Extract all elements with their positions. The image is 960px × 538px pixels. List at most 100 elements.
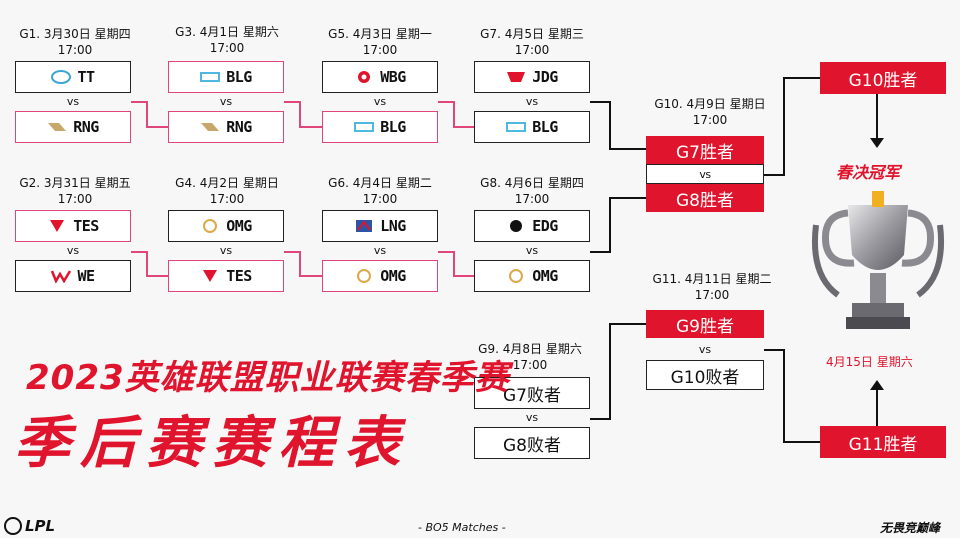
g8-vs: vs [525,244,539,257]
connector-line [131,251,147,253]
connector-line [146,101,148,128]
g5-team-a[interactable]: WBG [322,61,438,93]
connector-line [590,418,610,420]
jdg-logo-icon [506,70,526,84]
connector-line [609,101,611,150]
g2-team-a-name: TES [73,217,99,235]
g2-header: G2. 3月31日 星期五 17:00 [0,175,150,207]
g9-team-a-name: G7败者 [503,385,561,406]
schedule-title: 季后赛赛程表 [14,411,410,476]
final-bottom-label: G11胜者 [848,434,918,455]
g7-time: 17:00 [514,43,550,57]
connector-line [453,101,455,128]
g6-team-a-name: LNG [380,217,406,235]
connector-line [299,126,322,128]
g2-time: 17:00 [57,192,93,206]
g3-date: G3. 4月1日 星期六 [175,25,279,39]
g3-header: G3. 4月1日 星期六 17:00 [152,24,302,56]
g1-date: G1. 3月30日 星期四 [19,27,131,41]
footer-bo5: - BO5 Matches - [418,521,506,534]
g5-team-b[interactable]: BLG [322,111,438,143]
connector-line [783,441,820,443]
g2-team-b-name: WE [77,267,95,285]
g11-date: G11. 4月11日 星期二 [652,272,772,286]
g9-vs: vs [525,411,539,424]
g2-vs: vs [66,244,80,257]
g10-header: G10. 4月9日 星期日 17:00 [635,96,785,128]
g4-team-b-name: TES [226,267,252,285]
g2-date: G2. 3月31日 星期五 [19,176,131,190]
g3-time: 17:00 [209,41,245,55]
rng-logo-icon [47,120,67,134]
g4-team-a-name: OMG [226,217,252,235]
champion-label: 春决冠军 [836,163,901,182]
g1-team-a[interactable]: TT [15,61,131,93]
connector-line [299,275,322,277]
g1-vs: vs [66,95,80,108]
omg-logo-icon [354,269,374,283]
g4-team-a[interactable]: OMG [168,210,284,242]
g10-vs-row: vs [646,164,764,184]
g10-team-a[interactable]: G7胜者 [646,136,764,164]
g9-team-a[interactable]: G7败者 [474,377,590,409]
final-top-slot[interactable]: G10胜者 [820,62,946,94]
omg-logo-icon [200,219,220,233]
g1-team-b-name: RNG [73,118,99,136]
lpl-logo-icon [4,517,22,535]
blg-logo-icon [200,70,221,84]
connector-line [590,251,610,253]
g4-vs: vs [219,244,233,257]
connector-line [146,275,168,277]
g3-vs: vs [219,95,233,108]
connector-line [783,349,785,442]
final-date: 4月15日 星期六 [826,355,913,369]
g7-header: G7. 4月5日 星期三 17:00 [457,26,607,58]
g1-team-b[interactable]: RNG [15,111,131,143]
g6-header: G6. 4月4日 星期二 17:00 [305,175,455,207]
final-top-label: G10胜者 [848,70,918,91]
connector-line [453,126,474,128]
lpl-logo: LPL [4,517,55,535]
g3-team-b-name: RNG [226,118,252,136]
connector-line [764,349,784,351]
connector-line [609,323,646,325]
g6-vs: vs [373,244,387,257]
g7-team-b-name: BLG [532,118,558,136]
g6-team-b-name: OMG [380,267,406,285]
g4-team-b[interactable]: TES [168,260,284,292]
g7-vs: vs [525,95,539,108]
connector-line [609,197,646,199]
g8-team-b[interactable]: OMG [474,260,590,292]
g4-header: G4. 4月2日 星期日 17:00 [152,175,302,207]
tt-logo-icon [51,70,72,84]
connector-line [609,148,646,150]
g3-team-a[interactable]: BLG [168,61,284,93]
g11-team-b[interactable]: G10败者 [646,360,764,390]
g8-header: G8. 4月6日 星期四 17:00 [457,175,607,207]
g10-team-b[interactable]: G8胜者 [646,184,764,212]
g9-team-b-name: G8败者 [503,435,561,456]
g9-team-b[interactable]: G8败者 [474,427,590,459]
connector-line [299,251,301,277]
connector-line [453,251,455,277]
g10-time: 17:00 [692,113,728,127]
g6-team-b[interactable]: OMG [322,260,438,292]
g2-team-b[interactable]: WE [15,260,131,292]
arrow-up-icon [870,380,884,390]
connector-line [453,275,474,277]
g2-team-a[interactable]: TES [15,210,131,242]
g10-team-b-name: G8胜者 [676,190,734,211]
g5-date: G5. 4月3日 星期一 [328,27,432,41]
g1-header: G1. 3月30日 星期四 17:00 [0,26,150,58]
final-bottom-slot[interactable]: G11胜者 [820,426,946,458]
connector-line [609,197,611,253]
g9-date: G9. 4月8日 星期六 [478,342,582,356]
g11-team-b-name: G10败者 [670,367,740,388]
g8-team-a[interactable]: EDG [474,210,590,242]
g11-team-a[interactable]: G9胜者 [646,310,764,338]
g6-team-a[interactable]: LNG [322,210,438,242]
g7-team-b[interactable]: BLG [474,111,590,143]
g7-team-a[interactable]: JDG [474,61,590,93]
g3-team-b[interactable]: RNG [168,111,284,143]
blg-logo-icon [354,120,375,134]
